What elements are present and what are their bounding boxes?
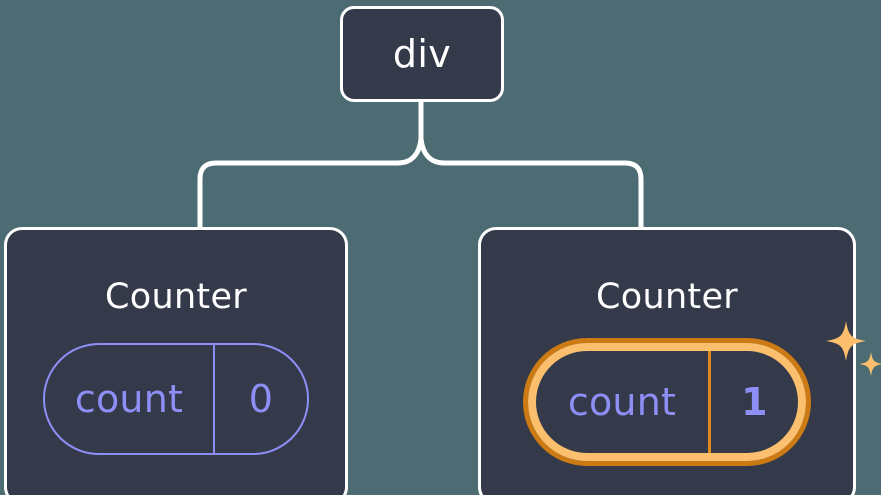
state-pill-count-left[interactable]: count 0 <box>43 343 309 455</box>
sparkle-group <box>826 321 881 376</box>
sparkle-icon-large <box>826 321 866 361</box>
tree-node-root[interactable]: div <box>340 6 504 102</box>
state-pill-count-right[interactable]: count 1 <box>528 343 806 461</box>
counter-right-label: Counter <box>596 277 738 317</box>
edge-root-to-counter-left <box>197 136 424 230</box>
state-value-label: 1 <box>741 380 768 424</box>
tree-node-counter-right[interactable]: Counter count 1 <box>478 227 881 495</box>
counter-right-state-wrap: count 1 <box>528 321 881 461</box>
sparkle-icon-small <box>859 352 881 376</box>
counter-left-label: Counter <box>105 277 247 317</box>
counter-left-state-wrap: count 0 <box>43 343 309 455</box>
tree-node-counter-left[interactable]: Counter count 0 <box>4 227 348 495</box>
state-value-label: 0 <box>248 377 274 421</box>
state-key-label: count <box>45 345 215 453</box>
state-key-label: count <box>536 351 711 453</box>
root-node-label: div <box>392 32 452 76</box>
edge-root-to-counter-right <box>418 136 644 230</box>
